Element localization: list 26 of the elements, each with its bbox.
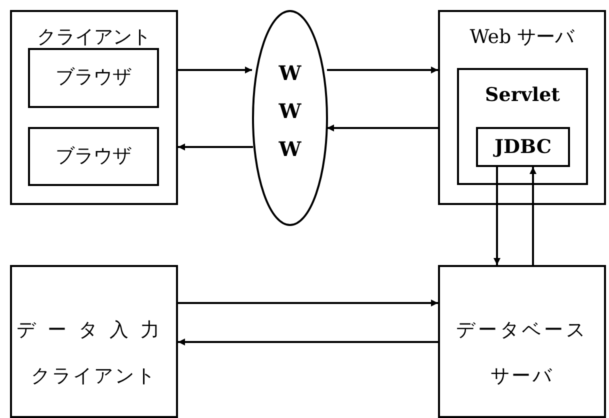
jdbc-box [476,127,570,167]
browser-box [28,48,159,108]
node-label: データベースサーバ [455,318,589,389]
arrow [178,66,252,74]
arrow [327,66,438,74]
node-label: ブラウザ [54,65,132,90]
web-server-box [438,10,606,205]
database-server-box [438,265,606,418]
servlet-box [457,68,588,185]
arrow [178,300,438,306]
node-label: Web サーバ [468,25,576,50]
node-label: データ入力クライアント [16,318,172,389]
arrow [494,167,500,265]
arrow [530,167,536,265]
node-label: JDBC [492,136,552,158]
node-label: W W W [278,60,302,163]
www-ellipse [252,10,328,226]
browser-box [28,127,159,186]
client-box [10,10,178,205]
arrow [178,144,253,150]
arrow [327,124,438,132]
arrow [178,338,438,346]
node-label: ブラウザ [54,144,132,169]
node-label: Servlet [484,84,561,106]
node-label: クライアント [36,25,152,50]
data-entry-client-box [10,265,178,418]
